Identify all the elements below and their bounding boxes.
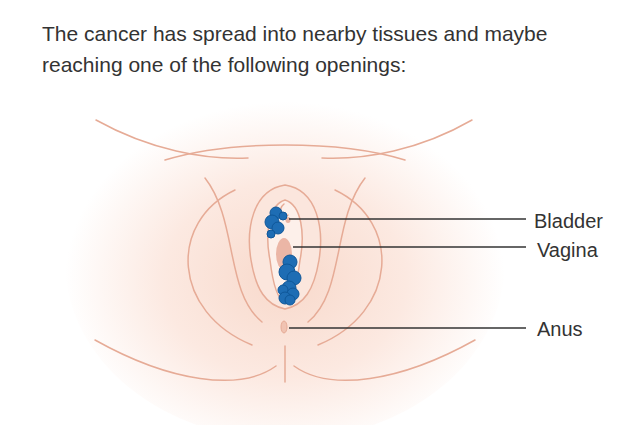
buttock-line <box>318 190 382 345</box>
tumour <box>279 212 287 220</box>
thigh-line <box>96 120 248 158</box>
part-label: Anus <box>537 317 583 341</box>
leader-line <box>289 218 526 220</box>
tumour <box>267 230 275 238</box>
diagram-title: The cancer has spread into nearby tissue… <box>42 18 582 80</box>
thigh-line <box>322 120 472 158</box>
buttock-line <box>294 340 475 380</box>
leader-line <box>293 246 526 248</box>
skin-shading <box>65 84 505 425</box>
buttock-line <box>95 340 276 380</box>
cleft-line <box>284 346 286 382</box>
buttock-line <box>188 190 252 345</box>
leader-line <box>289 327 526 329</box>
tumour-cluster <box>265 207 301 305</box>
tumour <box>285 295 295 305</box>
mound-line <box>165 145 405 160</box>
part-label: Vagina <box>537 238 598 262</box>
anus-opening <box>281 321 287 333</box>
body-outline <box>95 120 475 382</box>
part-label: Bladder <box>534 209 603 233</box>
leader-lines <box>289 219 526 328</box>
